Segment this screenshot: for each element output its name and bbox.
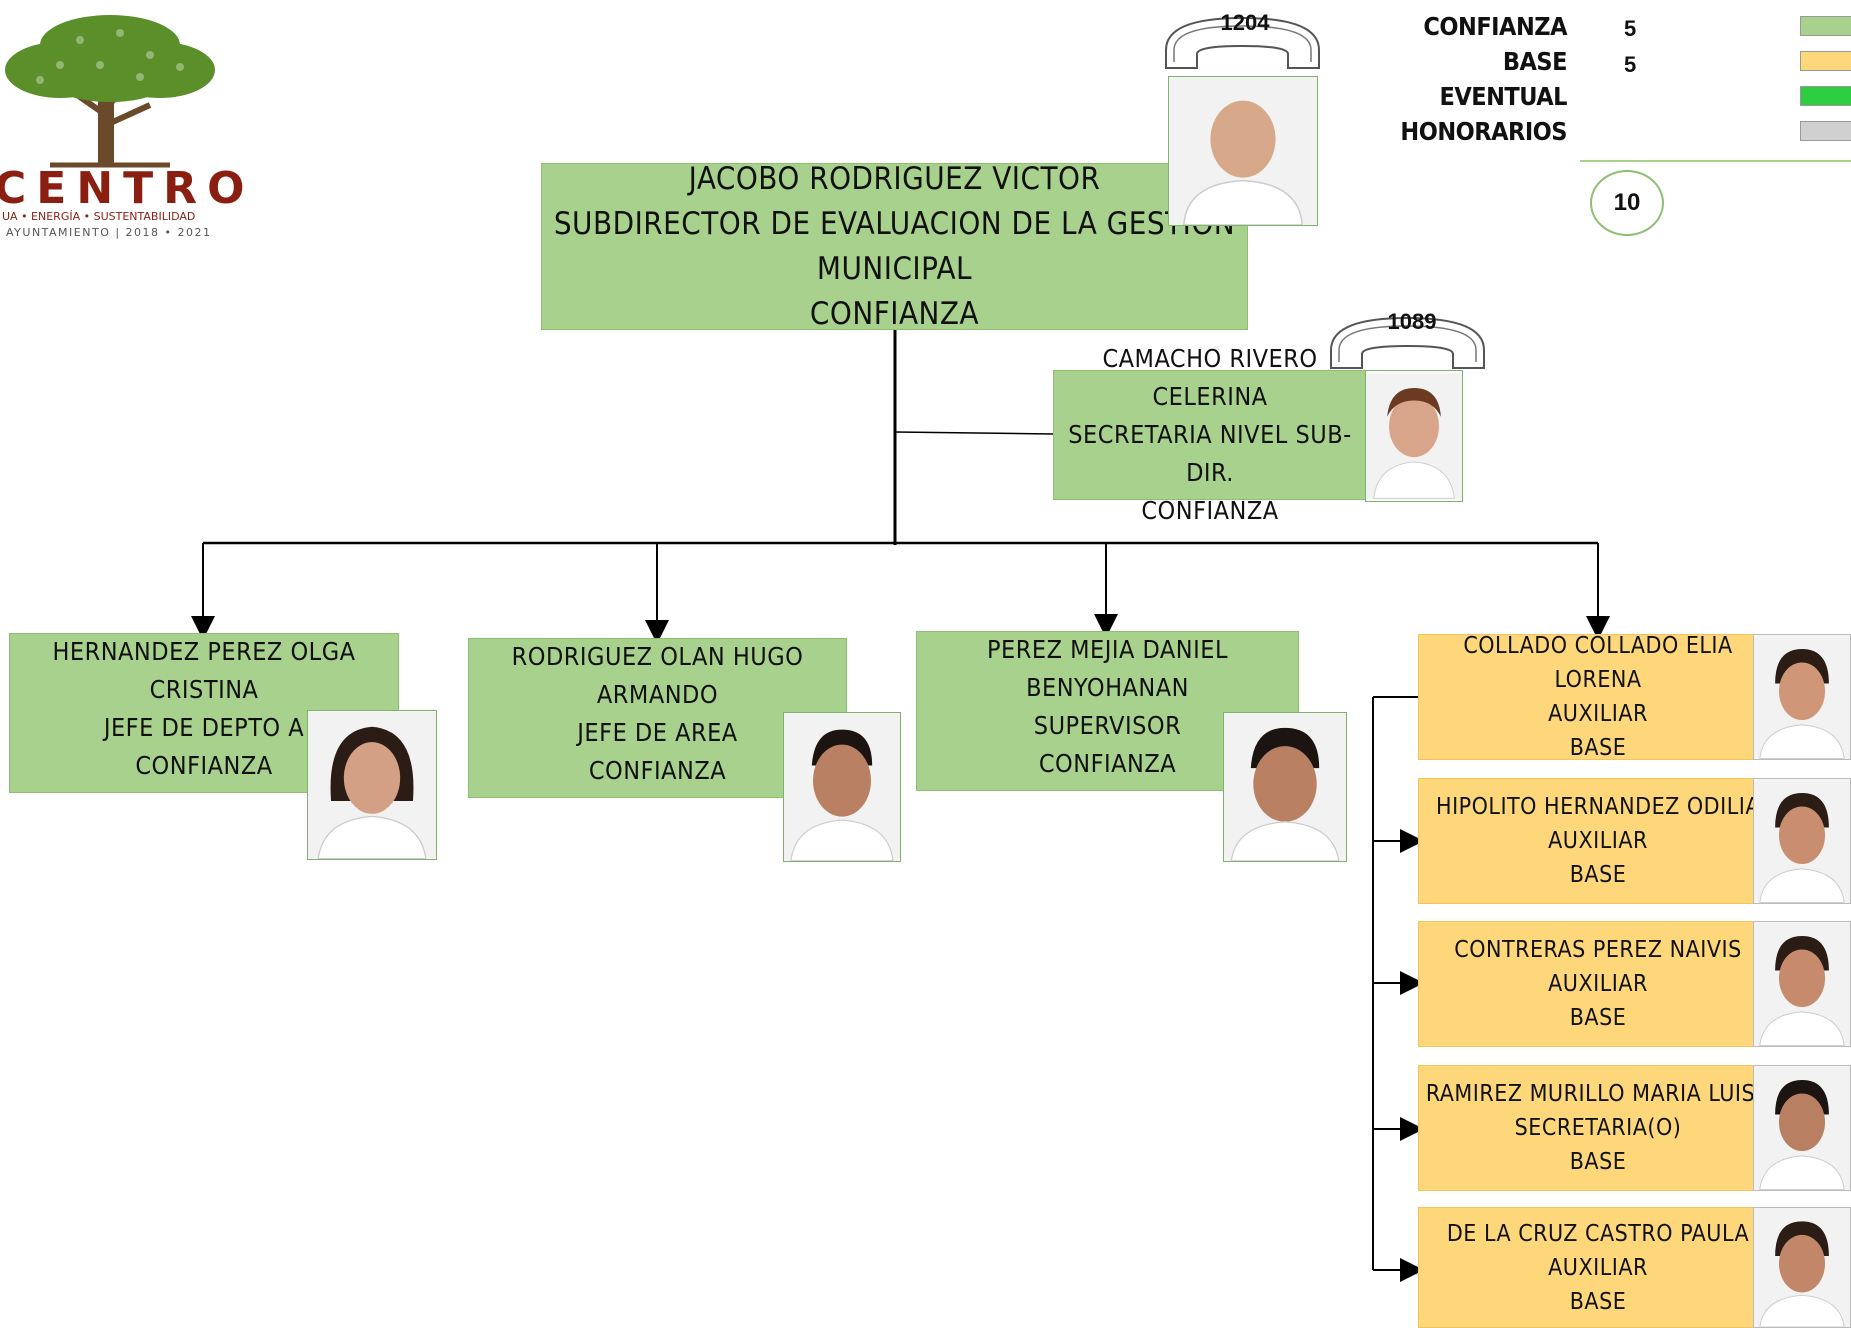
auxiliary-type: BASE (1569, 1288, 1627, 1315)
legend-label-confianza: CONFIANZA (1423, 12, 1567, 41)
auxiliary-position: SECRETARIA(O) (1514, 1115, 1682, 1141)
auxiliary-photo (1753, 1065, 1851, 1191)
legend-swatch-eventual (1800, 86, 1851, 106)
auxiliary-photo (1753, 634, 1851, 760)
auxiliary-photo (1753, 921, 1851, 1047)
auxiliary-position: AUXILIAR (1548, 701, 1648, 727)
legend-label-honorarios: HONORARIOS (1400, 117, 1567, 146)
auxiliary-card: RAMIREZ MURILLO MARIA LUISA SECRETARIA(O… (1418, 1065, 1778, 1191)
logo-subtitle: AYUNTAMIENTO | 2018 • 2021 (6, 226, 212, 239)
legend-count-base: 5 (1624, 52, 1637, 77)
auxiliary-name: CONTRERAS PEREZ NAIVIS (1454, 937, 1742, 963)
auxiliary-card: CONTRERAS PEREZ NAIVIS AUXILIAR BASE (1418, 921, 1778, 1047)
staff-type: CONFIANZA (588, 756, 727, 785)
telephone-icon (1165, 16, 1320, 69)
auxiliary-name: HIPOLITO HERNANDEZ ODILIA (1436, 794, 1760, 820)
staff-name: HERNANDEZ PEREZ OLGA CRISTINA (52, 637, 356, 704)
auxiliary-name: DE LA CRUZ CASTRO PAULA (1446, 1220, 1750, 1247)
legend-count-confianza: 5 (1624, 16, 1637, 41)
total-count: 10 (1613, 189, 1641, 216)
director-name: JACOBO RODRIGUEZ VICTOR (688, 160, 1101, 197)
director-card: JACOBO RODRIGUEZ VICTOR SUBDIRECTOR DE E… (541, 161, 1248, 332)
legend-divider (1580, 160, 1851, 162)
auxiliary-card: DE LA CRUZ CASTRO PAULA AUXILIAR BASE (1418, 1207, 1778, 1328)
director-extension: 1204 (1220, 10, 1270, 35)
tree-icon (5, 15, 215, 168)
auxiliary-name: COLLADO COLLADO ELIA LORENA (1463, 633, 1733, 693)
telephone-icon (1330, 316, 1485, 369)
staff-type: CONFIANZA (135, 751, 273, 780)
auxiliary-type: BASE (1569, 1005, 1627, 1031)
secretary-type: CONFIANZA (1141, 496, 1279, 525)
auxiliary-type: BASE (1569, 862, 1627, 888)
staff-position: SUPERVISOR (1033, 711, 1182, 740)
staff-photo (307, 710, 437, 860)
auxiliary-card: HIPOLITO HERNANDEZ ODILIA AUXILIAR BASE (1418, 778, 1778, 904)
secretary-extension: 1089 (1387, 309, 1437, 334)
auxiliary-photo (1753, 1207, 1851, 1328)
auxiliary-name: RAMIREZ MURILLO MARIA LUISA (1425, 1081, 1771, 1107)
staff-type: CONFIANZA (1038, 749, 1177, 778)
director-position: SUBDIRECTOR DE EVALUACION DE LA GESTION … (553, 205, 1236, 287)
auxiliary-type: BASE (1569, 1149, 1627, 1175)
auxiliary-photo (1753, 778, 1851, 904)
legend-label-eventual: EVENTUAL (1439, 82, 1567, 111)
total-count-badge: 10 (1590, 170, 1664, 236)
logo-tagline: UA • ENERGÍA • SUSTENTABILIDAD (2, 210, 196, 223)
auxiliary-position: AUXILIAR (1548, 1254, 1648, 1281)
staff-name: RODRIGUEZ OLAN HUGO ARMANDO (511, 642, 804, 709)
staff-position: JEFE DE AREA (577, 718, 738, 747)
secretary-photo (1365, 370, 1463, 502)
legend-swatch-base (1800, 51, 1851, 71)
staff-name: PEREZ MEJIA DANIEL BENYOHANAN (987, 635, 1228, 702)
staff-card: PEREZ MEJIA DANIEL BENYOHANAN SUPERVISOR… (916, 631, 1299, 791)
secretary-card: CAMACHO RIVERO CELERINA SECRETARIA NIVEL… (1053, 344, 1367, 525)
auxiliary-position: AUXILIAR (1548, 828, 1648, 854)
centro-logo: CENTRO UA • ENERGÍA • SUSTENTABILIDAD AY… (0, 0, 244, 245)
auxiliary-card: COLLADO COLLADO ELIA LORENA AUXILIAR BAS… (1418, 633, 1778, 761)
staff-photo (1223, 712, 1347, 862)
legend-label-base: BASE (1502, 47, 1568, 76)
legend-swatch-honorarios (1800, 121, 1851, 141)
secretary-position: SECRETARIA NIVEL SUB-DIR. (1068, 420, 1352, 487)
auxiliary-type: BASE (1569, 735, 1627, 761)
staff-position: JEFE DE DEPTO A (103, 713, 305, 742)
logo-name: CENTRO (0, 163, 255, 214)
director-photo (1168, 76, 1318, 226)
auxiliary-position: AUXILIAR (1548, 971, 1648, 997)
director-type: CONFIANZA (809, 295, 980, 332)
staff-photo (783, 712, 901, 862)
legend-swatch-confianza (1800, 16, 1851, 36)
secretary-name: CAMACHO RIVERO CELERINA (1102, 344, 1318, 411)
